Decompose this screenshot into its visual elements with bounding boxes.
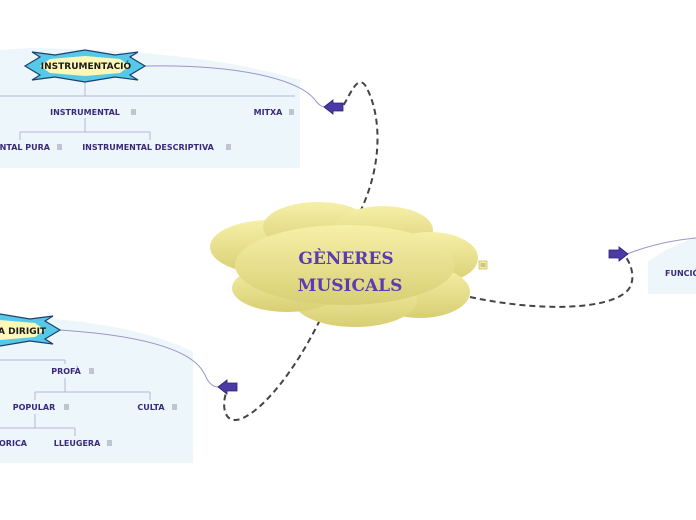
connector-top xyxy=(342,81,379,213)
publico-main-node[interactable]: A DIRIGIT xyxy=(0,313,62,347)
note-icon[interactable] xyxy=(131,109,136,115)
publico-panel xyxy=(0,318,193,463)
note-icon[interactable] xyxy=(478,260,488,270)
instrumentacio-title: INSTRUMENTACIÓ xyxy=(41,60,132,72)
popular-node[interactable]: POPULAR xyxy=(13,403,69,412)
branch-instrumentacio-curve xyxy=(144,65,326,108)
note-icon[interactable] xyxy=(107,440,112,446)
instrumental-pura-node[interactable]: INSTRUMENTAL PURA xyxy=(0,143,62,152)
popular-label: POPULAR xyxy=(13,403,55,412)
instrumental-node[interactable]: INSTRUMENTAL xyxy=(50,108,136,117)
instrumental-pura-label: INSTRUMENTAL PURA xyxy=(0,143,51,152)
lleugera-label: LLEUGERA xyxy=(54,439,101,448)
note-icon[interactable] xyxy=(172,404,177,410)
historica-node[interactable]: ORICA xyxy=(0,439,28,448)
central-topic-line2: MUSICALS xyxy=(298,276,403,296)
profa-label: PROFÀ xyxy=(51,365,81,376)
note-icon[interactable] xyxy=(226,144,231,150)
culta-node[interactable]: CULTA xyxy=(137,403,177,412)
note-icon[interactable] xyxy=(64,404,69,410)
central-topic-cloud[interactable]: GÈNERES MUSICALS xyxy=(210,202,478,327)
connector-right xyxy=(469,255,634,308)
arrow-left-icon[interactable] xyxy=(323,99,344,115)
note-icon[interactable] xyxy=(57,144,62,150)
note-icon[interactable] xyxy=(289,109,294,115)
arrow-left-icon[interactable] xyxy=(217,379,238,395)
profa-node[interactable]: PROFÀ xyxy=(51,365,94,376)
funcio-label: FUNCIÓ xyxy=(665,267,696,278)
funcio-panel xyxy=(648,238,696,294)
historica-label: ORICA xyxy=(0,439,28,448)
funcio-node[interactable]: FUNCIÓ xyxy=(665,267,696,278)
publico-tree-lines xyxy=(0,359,151,436)
arrow-right-icon[interactable] xyxy=(608,246,629,262)
culta-label: CULTA xyxy=(137,403,165,412)
mitxa-node[interactable]: MITXA xyxy=(254,108,294,117)
instrumental-descriptiva-label: INSTRUMENTAL DESCRIPTIVA xyxy=(82,143,214,152)
instrumental-descriptiva-node[interactable]: INSTRUMENTAL DESCRIPTIVA xyxy=(82,143,231,152)
lleugera-node[interactable]: LLEUGERA xyxy=(54,439,112,448)
central-topic-line1: GÈNERES xyxy=(298,248,393,269)
mitxa-label: MITXA xyxy=(254,108,284,117)
branch-funcio-curve xyxy=(626,237,696,255)
instrumentacio-tree-lines xyxy=(0,80,295,140)
publico-title: A DIRIGIT xyxy=(0,327,47,337)
instrumentacio-main-node[interactable]: INSTRUMENTACIÓ xyxy=(23,49,147,83)
instrumental-label: INSTRUMENTAL xyxy=(50,108,120,117)
connector-bottom xyxy=(223,319,321,422)
note-icon[interactable] xyxy=(89,368,94,374)
branch-publico-curve xyxy=(59,329,219,388)
